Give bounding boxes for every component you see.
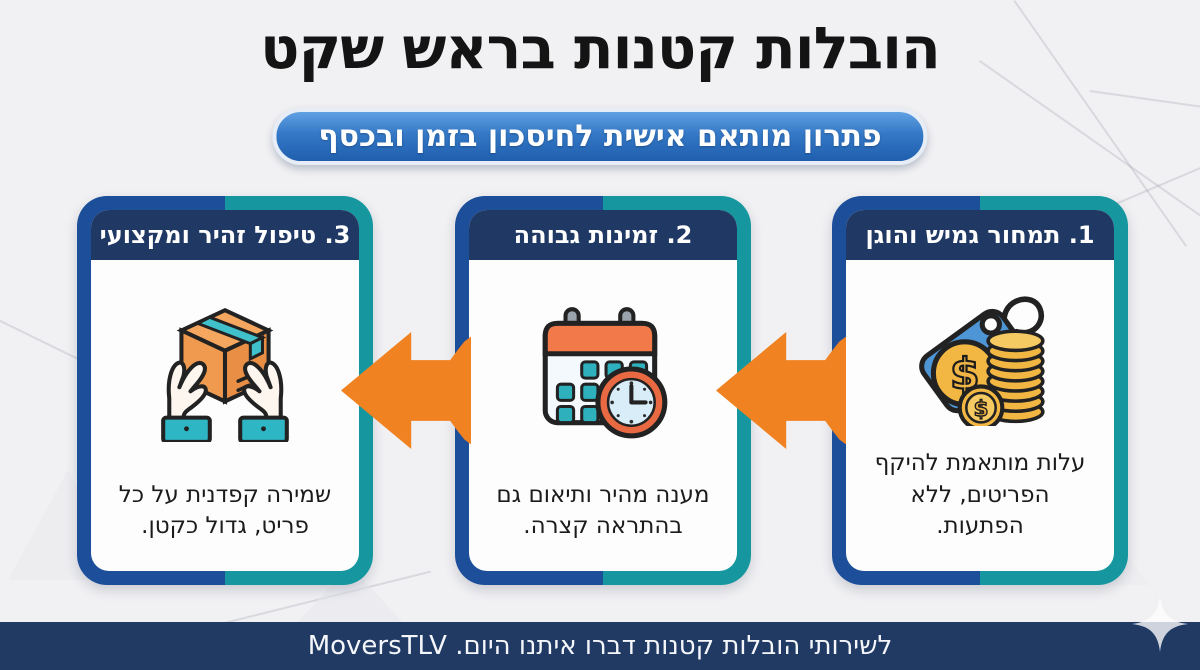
step-card-3-header: 3. טיפול זהיר ומקצועי — [91, 210, 359, 260]
price-tags-coins-icon: $ $ — [904, 260, 1056, 448]
footer-text: לשירותי הובלות קטנות דברו איתנו היום. Mo… — [307, 631, 893, 661]
step-card-1-text: עלות מותאמת להיקף הפריטים, ללא הפתעות. — [874, 449, 1086, 540]
step-card-2-surface: 2. זמינות גבוהה — [469, 210, 737, 571]
step-card-3-surface: 3. טיפול זהיר ומקצועי — [91, 210, 359, 571]
hands-holding-box-icon — [149, 260, 301, 480]
subtitle-banner: פתרון מותאם אישית לחיסכון בזמן ובכסף — [272, 108, 928, 165]
background-line — [1089, 90, 1200, 123]
calendar-clock-icon — [527, 260, 679, 480]
step-card-1-header: 1. תמחור גמיש והוגן — [846, 210, 1114, 260]
step-card-3-text: שמירה קפדנית על כל פריט, גדול כקטן. — [118, 481, 332, 540]
page-title: הובלות קטנות בראש שקט — [260, 14, 941, 82]
sparkle-icon — [1132, 596, 1188, 652]
dollar-sign: $ — [974, 397, 989, 422]
step-card-2-header: 2. זמינות גבוהה — [469, 210, 737, 260]
step-card-3: 3. טיפול זהיר ומקצועי — [77, 196, 373, 585]
background-line — [978, 60, 1200, 217]
step-card-1-surface: 1. תמחור גמיש והוגן $ — [846, 210, 1114, 571]
step-card-1: 1. תמחור גמיש והוגן $ — [832, 196, 1128, 585]
footer-bar: לשירותי הובלות קטנות דברו איתנו היום. Mo… — [0, 622, 1200, 670]
step-card-2-text: מענה מהיר ותיאום גם בהתראה קצרה. — [496, 481, 710, 540]
step-card-2: 2. זמינות גבוהה — [455, 196, 751, 585]
